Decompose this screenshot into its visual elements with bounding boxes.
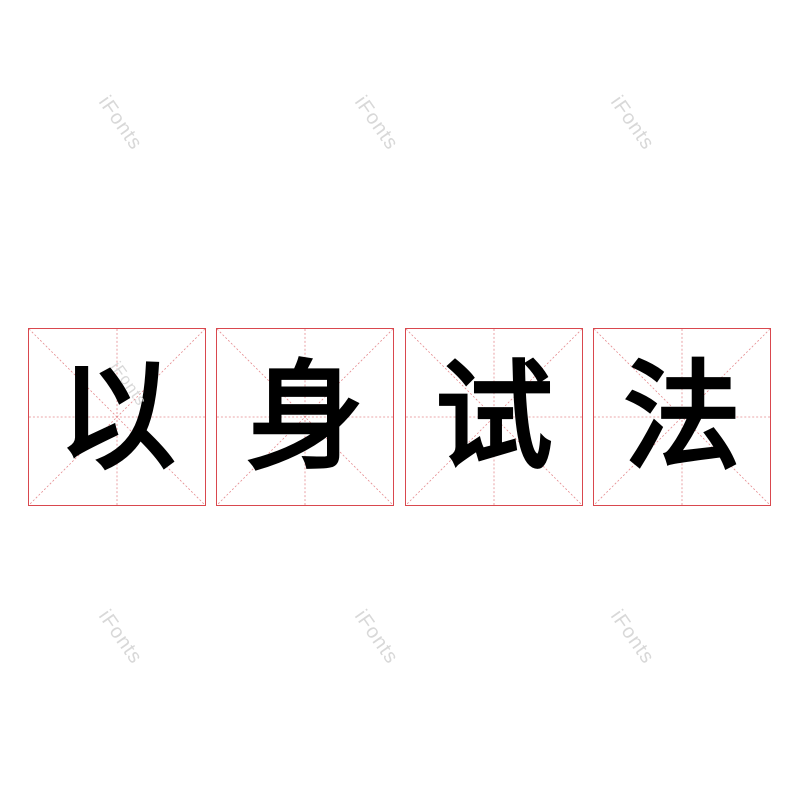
character-box-2: 身 <box>216 328 394 506</box>
character-box-3: 试 <box>405 328 583 506</box>
watermark-top-right: iFonts <box>605 92 659 155</box>
rice-grid-guides <box>29 329 205 505</box>
rice-grid-guides <box>217 329 393 505</box>
watermark-bottom-left: iFonts <box>93 606 147 669</box>
character-grid-row: 以 iFonts 身 试 法 <box>0 328 800 508</box>
watermark-top-center: iFonts <box>349 92 403 155</box>
character-glyph: 身 <box>245 348 364 486</box>
character-glyph: 试 <box>434 348 553 486</box>
character-glyph: 法 <box>622 348 741 486</box>
rice-grid-guides <box>594 329 770 505</box>
rice-grid-guides <box>406 329 582 505</box>
character-box-4: 法 <box>593 328 771 506</box>
watermark-bottom-center: iFonts <box>349 606 403 669</box>
character-glyph: 以 <box>57 348 176 486</box>
watermark-bottom-right: iFonts <box>605 606 659 669</box>
watermark-top-left: iFonts <box>93 92 147 155</box>
character-box-1: 以 iFonts <box>28 328 206 506</box>
